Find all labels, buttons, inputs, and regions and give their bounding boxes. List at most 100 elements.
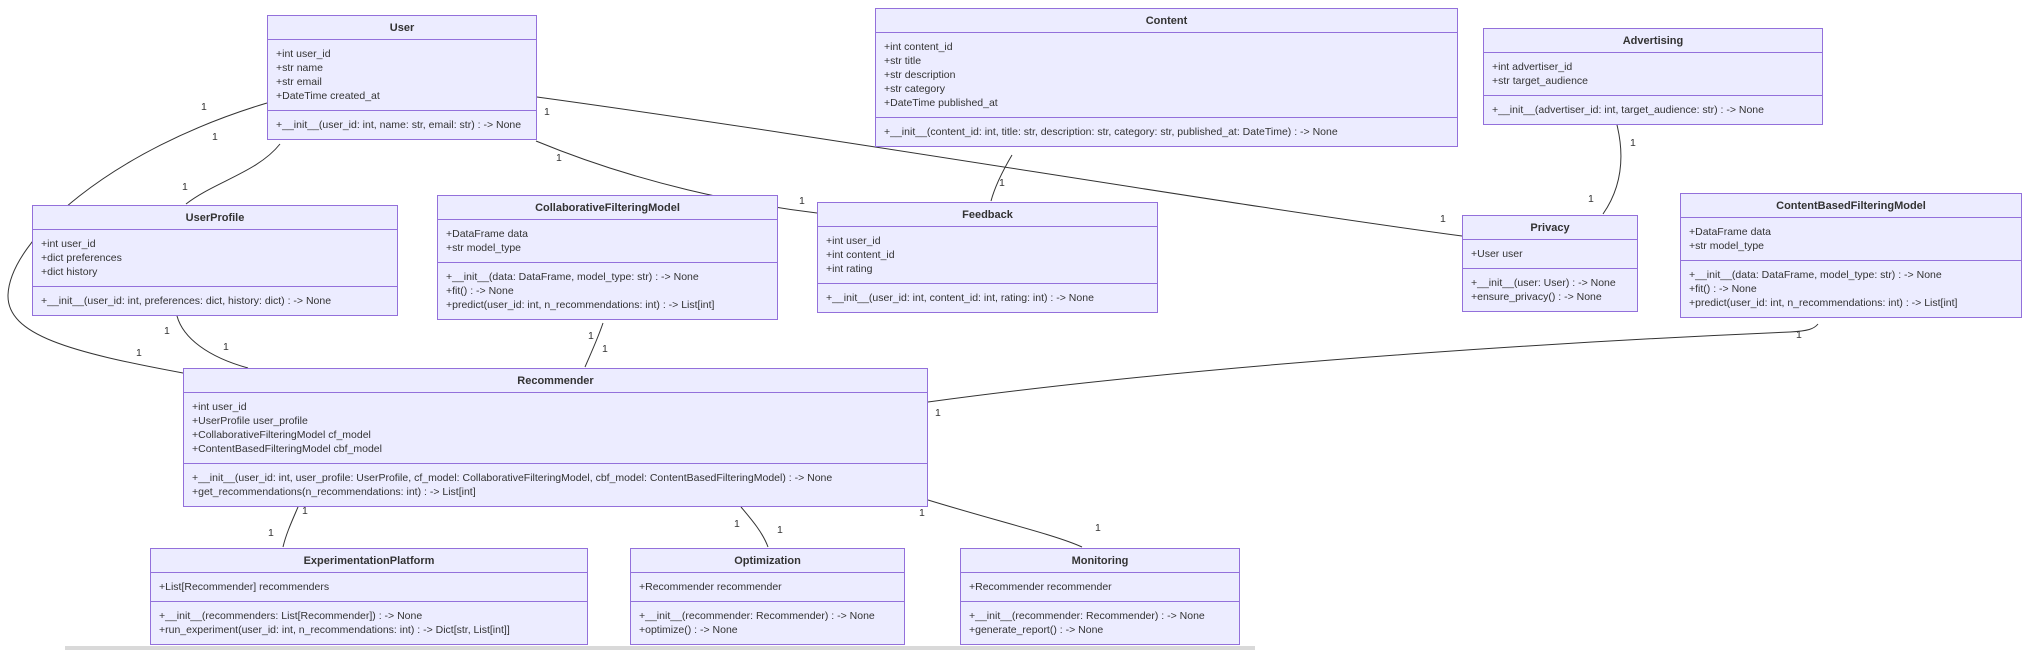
class-methods-section: +__init__(user_id: int, content_id: int,… — [818, 284, 1157, 312]
class-attributes-section: +int user_id+UserProfile user_profile+Co… — [184, 393, 927, 464]
class-title: Monitoring — [961, 549, 1239, 573]
class-attributes-section: +Recommender recommender — [961, 573, 1239, 602]
class-method: +predict(user_id: int, n_recommendations… — [446, 299, 715, 311]
class-methods-section: +__init__(data: DataFrame, model_type: s… — [438, 263, 777, 319]
cardinality-label: 1 — [201, 101, 207, 113]
class-attributes-section: +int advertiser_id +str target_audience — [1484, 53, 1822, 96]
cardinality-label: 1 — [935, 407, 941, 419]
class-box-contentbasedfilteringmodel: ContentBasedFilteringModel+DataFrame dat… — [1680, 193, 2022, 318]
class-method: +__init__(data: DataFrame, model_type: s… — [1689, 269, 1942, 281]
class-box-userprofile: UserProfile +int user_id +dict preferences… — [32, 205, 398, 316]
class-attribute: +str target_audience — [1492, 75, 1589, 87]
class-method: +__init__(recommender: Recommender) : ->… — [969, 610, 1205, 622]
class-attribute: +int advertiser_id — [1492, 61, 1573, 73]
class-method: +__init__(user_id: int, name: str, email… — [276, 119, 522, 131]
class-attributes-section: +User user — [1463, 240, 1637, 269]
cardinality-label: 1 — [164, 325, 170, 337]
class-methods-section: +__init__(advertiser_id: int, target_aud… — [1484, 96, 1822, 124]
relationship-line-content-feedback — [990, 154, 1013, 202]
cardinality-label: 1 — [1440, 213, 1446, 225]
cardinality-label: 1 — [212, 131, 218, 143]
class-methods-section: +__init__(user_id: int, user_profile: Us… — [184, 464, 927, 506]
cardinality-label: 1 — [1588, 193, 1594, 205]
class-title: ExperimentationPlatform — [151, 549, 587, 573]
cardinality-label: 1 — [182, 181, 188, 193]
class-attribute: +str model_type — [446, 242, 521, 254]
class-method: +ensure_privacy() : -> None — [1471, 291, 1602, 303]
cardinality-label: 1 — [799, 195, 805, 207]
class-method: +fit() : -> None — [446, 285, 514, 297]
class-attribute: +DataFrame data — [446, 228, 529, 240]
class-methods-section: +__init__(user_id: int, preferences: dic… — [33, 287, 397, 315]
class-attribute: +int content_id — [884, 41, 953, 53]
class-methods-section: +__init__(content_id: int, title: str, d… — [876, 118, 1457, 146]
relationship-line-recommender-monitoring — [927, 499, 1083, 548]
class-attribute: +ContentBasedFilteringModel cbf_model — [192, 443, 382, 455]
class-method: +__init__(user_id: int, preferences: dic… — [41, 295, 332, 307]
class-methods-section: +__init__(data: DataFrame, model_type: s… — [1681, 261, 2021, 317]
cardinality-label: 1 — [223, 341, 229, 353]
class-attribute: +int rating — [826, 263, 873, 275]
class-box-collaborativefilteringmodel: CollaborativeFilteringModel+DataFrame da… — [437, 195, 778, 320]
class-title: Optimization — [631, 549, 904, 573]
class-attribute: +DateTime created_at — [276, 90, 380, 102]
class-attribute: +str title — [884, 55, 922, 67]
class-method: +__init__(user_id: int, content_id: int,… — [826, 292, 1094, 304]
class-attributes-section: +int user_id +int content_id +int rating — [818, 227, 1157, 284]
class-attributes-section: +DataFrame data +str model_type — [438, 220, 777, 263]
class-attribute: +int user_id — [826, 235, 881, 247]
class-attribute: +int user_id — [41, 238, 96, 250]
class-title: UserProfile — [33, 206, 397, 230]
cardinality-label: 1 — [1095, 522, 1101, 534]
class-attribute: +str email — [276, 76, 322, 88]
cardinality-label: 1 — [999, 177, 1005, 189]
relationship-line-userprofile-recommender — [176, 315, 249, 369]
class-method: +run_experiment(user_id: int, n_recommen… — [159, 624, 510, 636]
class-attribute: +int content_id — [826, 249, 895, 261]
class-method: +predict(user_id: int, n_recommendations… — [1689, 297, 1958, 309]
relationship-line-user-privacy — [536, 96, 1463, 237]
class-attribute: +str description — [884, 69, 956, 81]
class-attribute: +Recommender recommender — [639, 581, 782, 593]
class-box-content: Content+int content_id+str title+str des… — [875, 8, 1458, 147]
class-box-optimization: Optimization +Recommender recommender +__i… — [630, 548, 905, 645]
bottom-window-edge — [65, 646, 1255, 650]
cardinality-label: 1 — [1630, 137, 1636, 149]
class-method: +generate_report() : -> None — [969, 624, 1104, 636]
cardinality-label: 1 — [136, 347, 142, 359]
class-box-experimentationplatform: ExperimentationPlatform +List[Recommender… — [150, 548, 588, 645]
class-box-feedback: Feedback+int user_id+int content_id+int … — [817, 202, 1158, 313]
class-attribute: +int user_id — [276, 48, 331, 60]
class-title: ContentBasedFilteringModel — [1681, 194, 2021, 218]
class-method: +fit() : -> None — [1689, 283, 1757, 295]
cardinality-label: 1 — [734, 518, 740, 530]
class-method: +__init__(user: User) : -> None — [1471, 277, 1616, 289]
class-attribute: +UserProfile user_profile — [192, 415, 308, 427]
class-methods-section: +__init__(recommender: Recommender) : ->… — [961, 602, 1239, 644]
cardinality-label: 1 — [588, 330, 594, 342]
class-attribute: +dict history — [41, 266, 98, 278]
relationship-line-collaborativefilteringmodel-recommender — [584, 322, 604, 368]
relationship-line-recommender-optimization — [740, 506, 769, 548]
class-methods-section: +__init__(recommender: Recommender) : ->… — [631, 602, 904, 644]
class-box-user: User+int user_id+str name+str email+Date… — [267, 15, 537, 140]
class-method: +get_recommendations(n_recommendations: … — [192, 486, 476, 498]
class-method: +__init__(recommenders: List[Recommender… — [159, 610, 423, 622]
class-methods-section: +__init__(user: User) : -> None +ensure_p… — [1463, 269, 1637, 311]
class-method: +__init__(data: DataFrame, model_type: s… — [446, 271, 699, 283]
class-attributes-section: +int content_id +str title +str descriptio… — [876, 33, 1457, 118]
class-method: +__init__(user_id: int, user_profile: Us… — [192, 472, 833, 484]
class-attribute: +str category — [884, 83, 945, 95]
class-title: Privacy — [1463, 216, 1637, 240]
relationship-line-user-feedback — [535, 140, 818, 214]
class-attribute: +Recommender recommender — [969, 581, 1112, 593]
class-title: Recommender — [184, 369, 927, 393]
relationship-line-contentbasedfilteringmodel-recommender — [927, 323, 1819, 403]
class-attribute: +List[Recommender] recommenders — [159, 581, 330, 593]
cardinality-label: 1 — [556, 152, 562, 164]
class-method: +__init__(advertiser_id: int, target_aud… — [1492, 104, 1764, 116]
class-attribute: +dict preferences — [41, 252, 122, 264]
class-title: Feedback — [818, 203, 1157, 227]
